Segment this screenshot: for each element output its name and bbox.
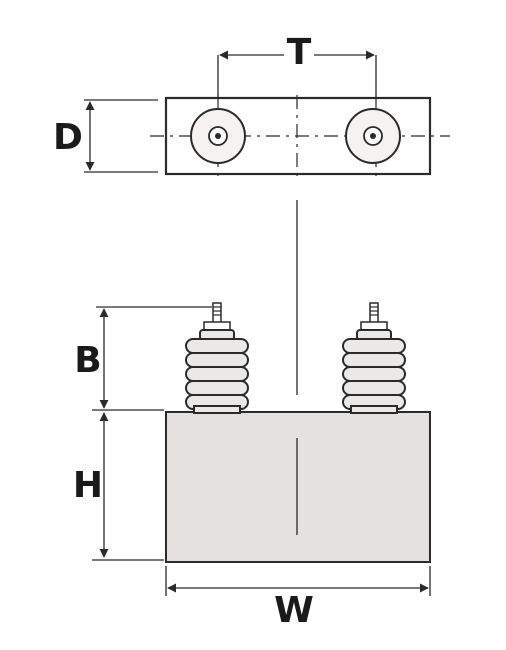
dimension-b: B bbox=[74, 306, 212, 409]
w-label: W bbox=[274, 590, 314, 631]
fin-left-base bbox=[193, 405, 241, 414]
dimension-d: D bbox=[53, 99, 158, 173]
fin-right-3 bbox=[342, 366, 406, 382]
nut-right bbox=[360, 321, 388, 331]
nut-left bbox=[203, 321, 231, 331]
dimension-w: W bbox=[165, 566, 431, 631]
b-label: B bbox=[74, 340, 101, 381]
bushing-left bbox=[185, 302, 249, 414]
terminal-top-right bbox=[345, 108, 401, 164]
fin-left-3 bbox=[185, 366, 249, 382]
stud-left bbox=[212, 302, 222, 324]
top-view-body bbox=[164, 96, 432, 176]
fin-left-2 bbox=[185, 352, 249, 368]
fin-left-4 bbox=[185, 380, 249, 396]
fin-right-base bbox=[350, 405, 398, 414]
front-view-case bbox=[165, 411, 431, 563]
fin-left-1 bbox=[185, 338, 249, 354]
bushing-right bbox=[342, 302, 406, 414]
dimension-t: T bbox=[217, 30, 377, 98]
fin-right-2 bbox=[342, 352, 406, 368]
h-label: H bbox=[73, 465, 103, 506]
fin-right-1 bbox=[342, 338, 406, 354]
dimension-h: H bbox=[73, 409, 164, 561]
t-label-bg bbox=[284, 30, 314, 70]
t-label: T bbox=[287, 32, 312, 73]
terminal-top-left bbox=[190, 108, 246, 164]
stud-right bbox=[369, 302, 379, 324]
fin-right-4 bbox=[342, 380, 406, 396]
top-view: T D bbox=[53, 30, 450, 180]
front-view: B H W bbox=[73, 302, 431, 631]
d-label: D bbox=[53, 117, 83, 158]
